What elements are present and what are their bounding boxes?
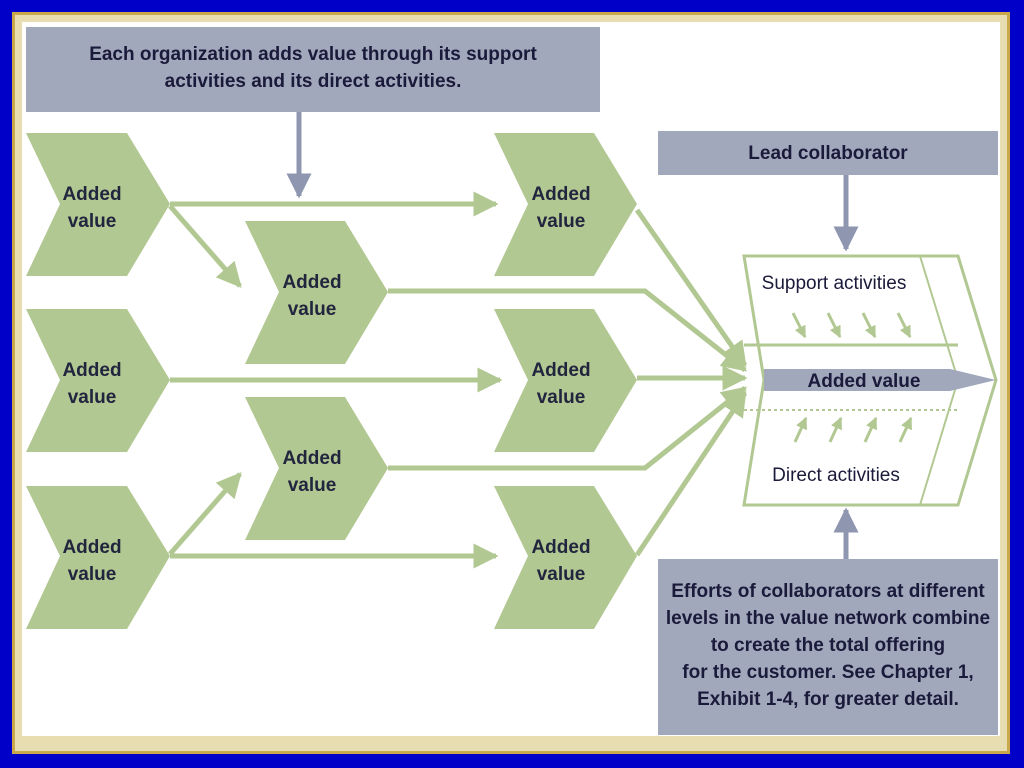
support-arrow-icon bbox=[896, 312, 912, 339]
direct-arrows bbox=[793, 416, 913, 443]
bottom-caption-line2: levels in the value network combine bbox=[666, 608, 990, 629]
chevron-label-line2: value bbox=[68, 564, 117, 585]
chevron-label-line1: Added bbox=[282, 272, 341, 293]
support-arrows bbox=[791, 312, 912, 339]
chevron-label-line2: value bbox=[288, 475, 337, 496]
top-caption-line2: activities and its direct activities. bbox=[165, 71, 462, 92]
flow-arrow-to-box-5 bbox=[634, 390, 748, 557]
flow-arrow-to-box-2 bbox=[388, 288, 747, 372]
direct-arrow-icon bbox=[828, 416, 843, 443]
chevron-label-line1: Added bbox=[282, 448, 341, 469]
chevron-label-line2: value bbox=[537, 387, 586, 408]
support-arrow-icon bbox=[791, 312, 807, 339]
chevron-col2-row1: Added value bbox=[245, 221, 388, 364]
chevron-col3-row2: Added value bbox=[494, 309, 637, 452]
support-activities-label: Support activities bbox=[762, 273, 907, 294]
added-value-arrow bbox=[764, 369, 996, 391]
chevron-col1-row2: Added value bbox=[26, 309, 170, 452]
chevron-label-line1: Added bbox=[62, 537, 121, 558]
chevron-label-line2: value bbox=[68, 211, 117, 232]
chevron-col3-row1: Added value bbox=[494, 133, 637, 276]
support-arrow-icon bbox=[826, 312, 842, 339]
chevron-label-line1: Added bbox=[531, 360, 590, 381]
direct-arrow-icon bbox=[793, 416, 808, 443]
direct-arrow-icon bbox=[898, 416, 913, 443]
bottom-caption-line1: Efforts of collaborators at different bbox=[671, 581, 985, 602]
chevron-col2-row2: Added value bbox=[245, 397, 388, 540]
flow-arrow-diag-up bbox=[168, 472, 242, 556]
chevron-label-line2: value bbox=[537, 564, 586, 585]
chevron-label-line2: value bbox=[288, 299, 337, 320]
bottom-caption-line5: Exhibit 1-4, for greater detail. bbox=[697, 689, 959, 710]
added-value-label: Added value bbox=[808, 371, 921, 392]
lead-collaborator-label: Lead collaborator bbox=[748, 143, 908, 164]
bottom-caption-box: Efforts of collaborators at different le… bbox=[658, 559, 998, 735]
chevron-label-line2: value bbox=[68, 387, 117, 408]
flow-arrow-diag-down bbox=[168, 204, 242, 288]
chevron-label-line1: Added bbox=[531, 537, 590, 558]
chevron-label-line1: Added bbox=[531, 184, 590, 205]
chevron-col1-row1: Added value bbox=[26, 133, 170, 276]
chevron-label-line1: Added bbox=[62, 184, 121, 205]
direct-activities-label: Direct activities bbox=[772, 465, 900, 486]
direct-arrow-icon bbox=[863, 416, 878, 443]
flow-arrow-to-box-1 bbox=[634, 208, 748, 368]
bottom-caption-line3: to create the total offering bbox=[711, 635, 945, 656]
chevron-col3-row3: Added value bbox=[494, 486, 637, 629]
collaborator-chevron-box: Support activities Added value Direct ac… bbox=[742, 254, 998, 507]
flow-arrow-to-box-4 bbox=[388, 386, 747, 471]
chevron-label-line1: Added bbox=[62, 360, 121, 381]
bottom-caption-line4: for the customer. See Chapter 1, bbox=[682, 662, 973, 683]
top-caption-box: Each organization adds value through its… bbox=[26, 27, 600, 112]
top-caption-line1: Each organization adds value through its… bbox=[89, 44, 537, 65]
support-arrow-icon bbox=[861, 312, 877, 339]
chevron-col1-row3: Added value bbox=[26, 486, 170, 629]
flow-arrows bbox=[168, 191, 748, 569]
lead-collaborator-box: Lead collaborator bbox=[658, 131, 998, 175]
chevron-label-line2: value bbox=[537, 211, 586, 232]
